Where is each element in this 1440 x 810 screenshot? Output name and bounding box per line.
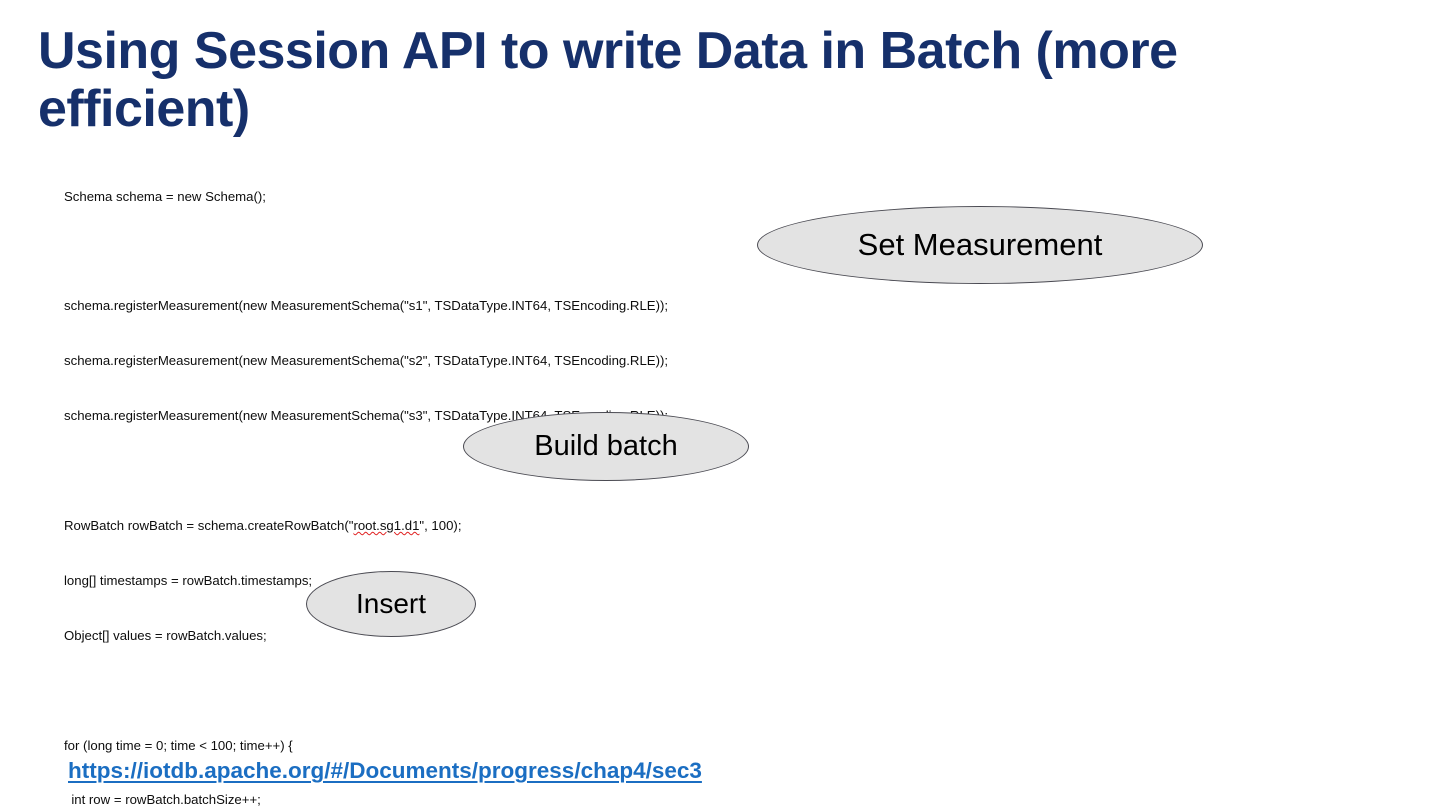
callout-build-batch: Build batch: [463, 412, 749, 481]
code-line: schema.registerMeasurement(new Measureme…: [64, 353, 669, 369]
code-line: schema.registerMeasurement(new Measureme…: [64, 298, 669, 314]
callout-label: Insert: [355, 588, 427, 619]
code-fragment: RowBatch rowBatch = schema.createRowBatc…: [64, 517, 354, 533]
callout-label: Set Measurement: [857, 227, 1103, 262]
spellcheck-error-token: root.sg1.d1: [353, 517, 420, 533]
code-line: for (long time = 0; time < 100; time++) …: [64, 737, 293, 753]
page-title: Using Session API to write Data in Batch…: [38, 22, 1178, 138]
code-line: int row = rowBatch.batchSize++;: [64, 792, 261, 808]
code-fragment: ", 100);: [419, 517, 462, 533]
code-line-blank: [64, 682, 744, 700]
code-line: long[] timestamps = rowBatch.timestamps;: [64, 572, 313, 588]
callout-label: Build batch: [534, 430, 678, 462]
code-line: Object[] values = rowBatch.values;: [64, 627, 267, 643]
callout-set-measurement: Set Measurement: [757, 206, 1203, 284]
code-line-rowbatch-create: RowBatch rowBatch = schema.createRowBatc…: [64, 517, 744, 535]
callout-insert: Insert: [306, 571, 476, 637]
code-line: Schema schema = new Schema();: [64, 188, 266, 204]
code-block: Schema schema = new Schema(); schema.reg…: [64, 151, 744, 810]
code-line-blank: [64, 242, 744, 260]
documentation-link[interactable]: https://iotdb.apache.org/#/Documents/pro…: [68, 758, 702, 783]
